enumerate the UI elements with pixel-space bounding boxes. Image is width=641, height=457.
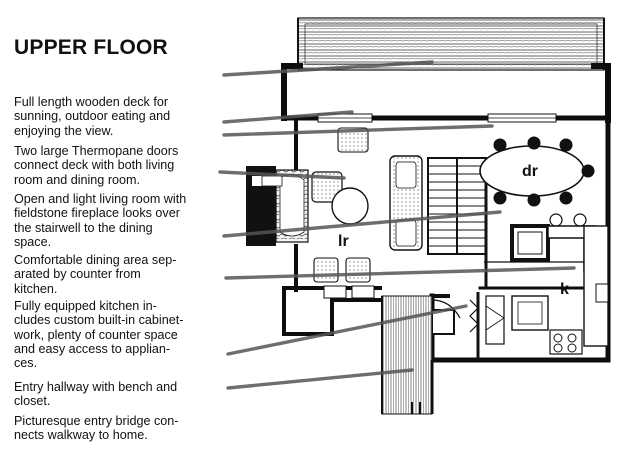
caption-kitchen: Fully equipped kitchen in-cludes custom … <box>14 298 184 371</box>
page-title: UPPER FLOOR <box>14 36 168 59</box>
dining-table <box>479 136 595 227</box>
room-label-dining: dr <box>522 163 538 180</box>
entry-bridge <box>381 295 434 415</box>
living-room-furniture <box>311 127 423 299</box>
deck <box>297 17 605 71</box>
kitchen-cabinetry <box>484 224 609 355</box>
caption-dining: Comfortable dining area sep-arated by co… <box>14 252 177 296</box>
entry-hallway <box>431 292 480 360</box>
leader-lines <box>218 60 576 390</box>
room-label-living: lr <box>338 233 349 250</box>
floor-plan: dr lr k <box>218 17 611 415</box>
room-label-kitchen: k <box>560 281 569 298</box>
stairwell <box>427 157 488 288</box>
